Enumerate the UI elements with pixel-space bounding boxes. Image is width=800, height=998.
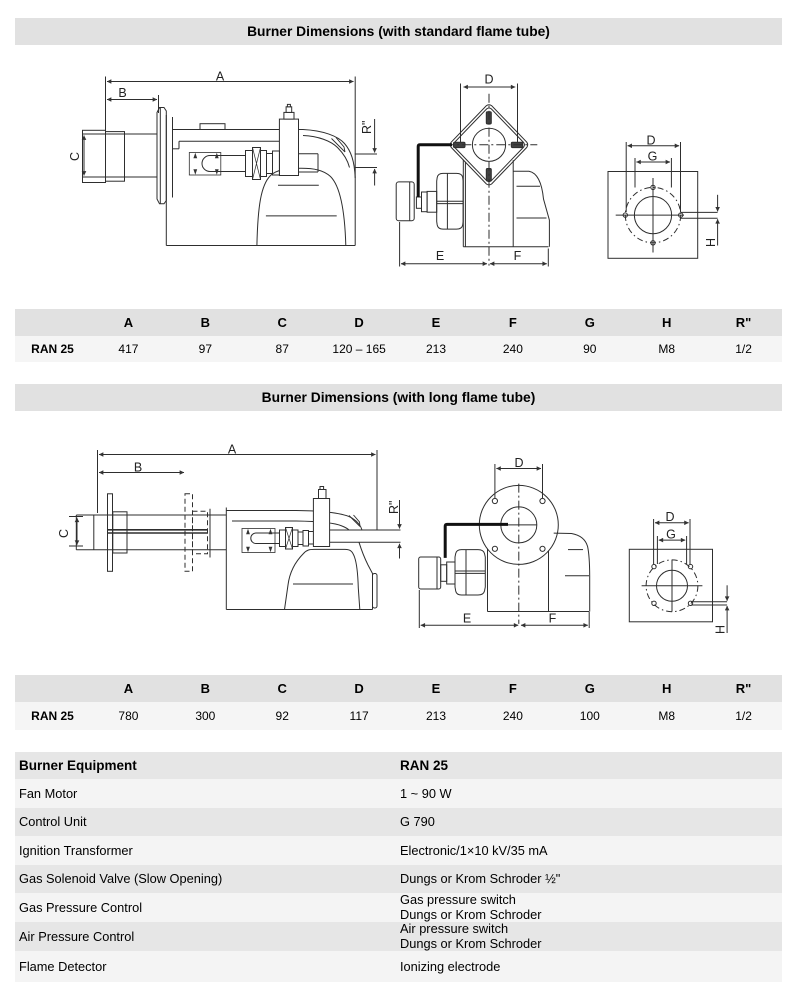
- svg-text:B: B: [134, 460, 142, 474]
- svg-text:F: F: [514, 249, 522, 263]
- svg-text:R": R": [360, 121, 374, 134]
- svg-text:D: D: [484, 73, 493, 87]
- svg-text:G: G: [666, 527, 676, 541]
- svg-text:C: C: [57, 529, 71, 538]
- svg-text:C: C: [68, 152, 82, 161]
- svg-text:B: B: [118, 86, 126, 100]
- svg-text:E: E: [463, 612, 471, 626]
- svg-text:D: D: [646, 133, 655, 147]
- svg-text:A: A: [228, 442, 237, 456]
- svg-text:D: D: [665, 510, 674, 524]
- svg-text:H: H: [704, 238, 718, 247]
- svg-text:D: D: [514, 456, 523, 470]
- svg-text:R": R": [387, 501, 401, 514]
- svg-text:F: F: [549, 612, 557, 626]
- svg-text:H: H: [714, 625, 728, 634]
- svg-text:E: E: [436, 249, 444, 263]
- svg-text:A: A: [216, 70, 225, 84]
- svg-text:G: G: [648, 149, 658, 163]
